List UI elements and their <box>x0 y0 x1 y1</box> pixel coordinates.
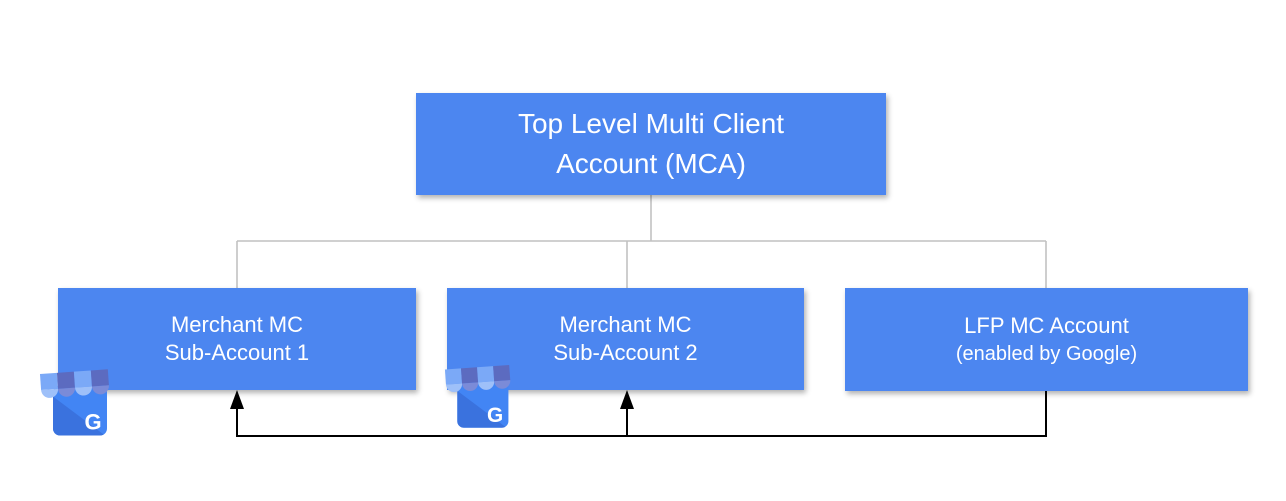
node-label-line1: Merchant MC <box>559 312 692 337</box>
arrowhead-sub2 <box>620 390 634 409</box>
awning-scallop <box>445 383 463 393</box>
storefront-body-shade <box>53 396 105 436</box>
awning-scallop <box>41 388 59 398</box>
awning-stripe <box>477 366 495 383</box>
awning-stripe <box>39 372 59 391</box>
node-label-line2: Account (MCA) <box>556 148 746 179</box>
google-my-business-icon: G <box>39 369 109 436</box>
awning-scallop <box>75 386 92 396</box>
storefront-awning <box>39 369 109 398</box>
node-label-line1: Top Level Multi Client <box>517 108 785 139</box>
node-merchant-sub-account-1: Merchant MC Sub-Account 1 <box>58 288 416 390</box>
awning-stripe <box>460 367 479 384</box>
google-g-letter: G <box>487 404 503 427</box>
awning-scallop <box>494 380 511 389</box>
storefront-awning <box>444 365 511 393</box>
node-lfp-mc-account: LFP MC Account (enabled by Google) <box>845 288 1248 391</box>
awning-stripe <box>90 369 109 387</box>
awning-stripe <box>493 365 511 382</box>
awning-stripe <box>73 370 92 388</box>
awning-scallop <box>91 385 109 395</box>
awning-scallop <box>462 382 479 391</box>
google-my-business-icon: G <box>444 365 511 428</box>
awning-scallop <box>58 387 76 397</box>
node-label-line2: (enabled by Google) <box>955 342 1138 365</box>
node-top-level-mca: Top Level Multi Client Account (MCA) <box>416 93 886 195</box>
node-label-line1: LFP MC Account <box>964 312 1129 338</box>
awning-stripe <box>56 371 76 389</box>
node-label-line2: Sub-Account 1 <box>164 340 310 365</box>
awning-stripe <box>444 368 463 385</box>
feedback-arrow-lines <box>236 391 1047 437</box>
google-g-letter: G <box>84 410 101 435</box>
awning-scallop <box>478 381 495 390</box>
hierarchy-tree-lines <box>236 195 1047 289</box>
arrowhead-sub1 <box>230 390 244 409</box>
node-label-line1: Merchant MC <box>170 312 304 337</box>
node-label-line2: Sub-Account 2 <box>553 340 698 365</box>
